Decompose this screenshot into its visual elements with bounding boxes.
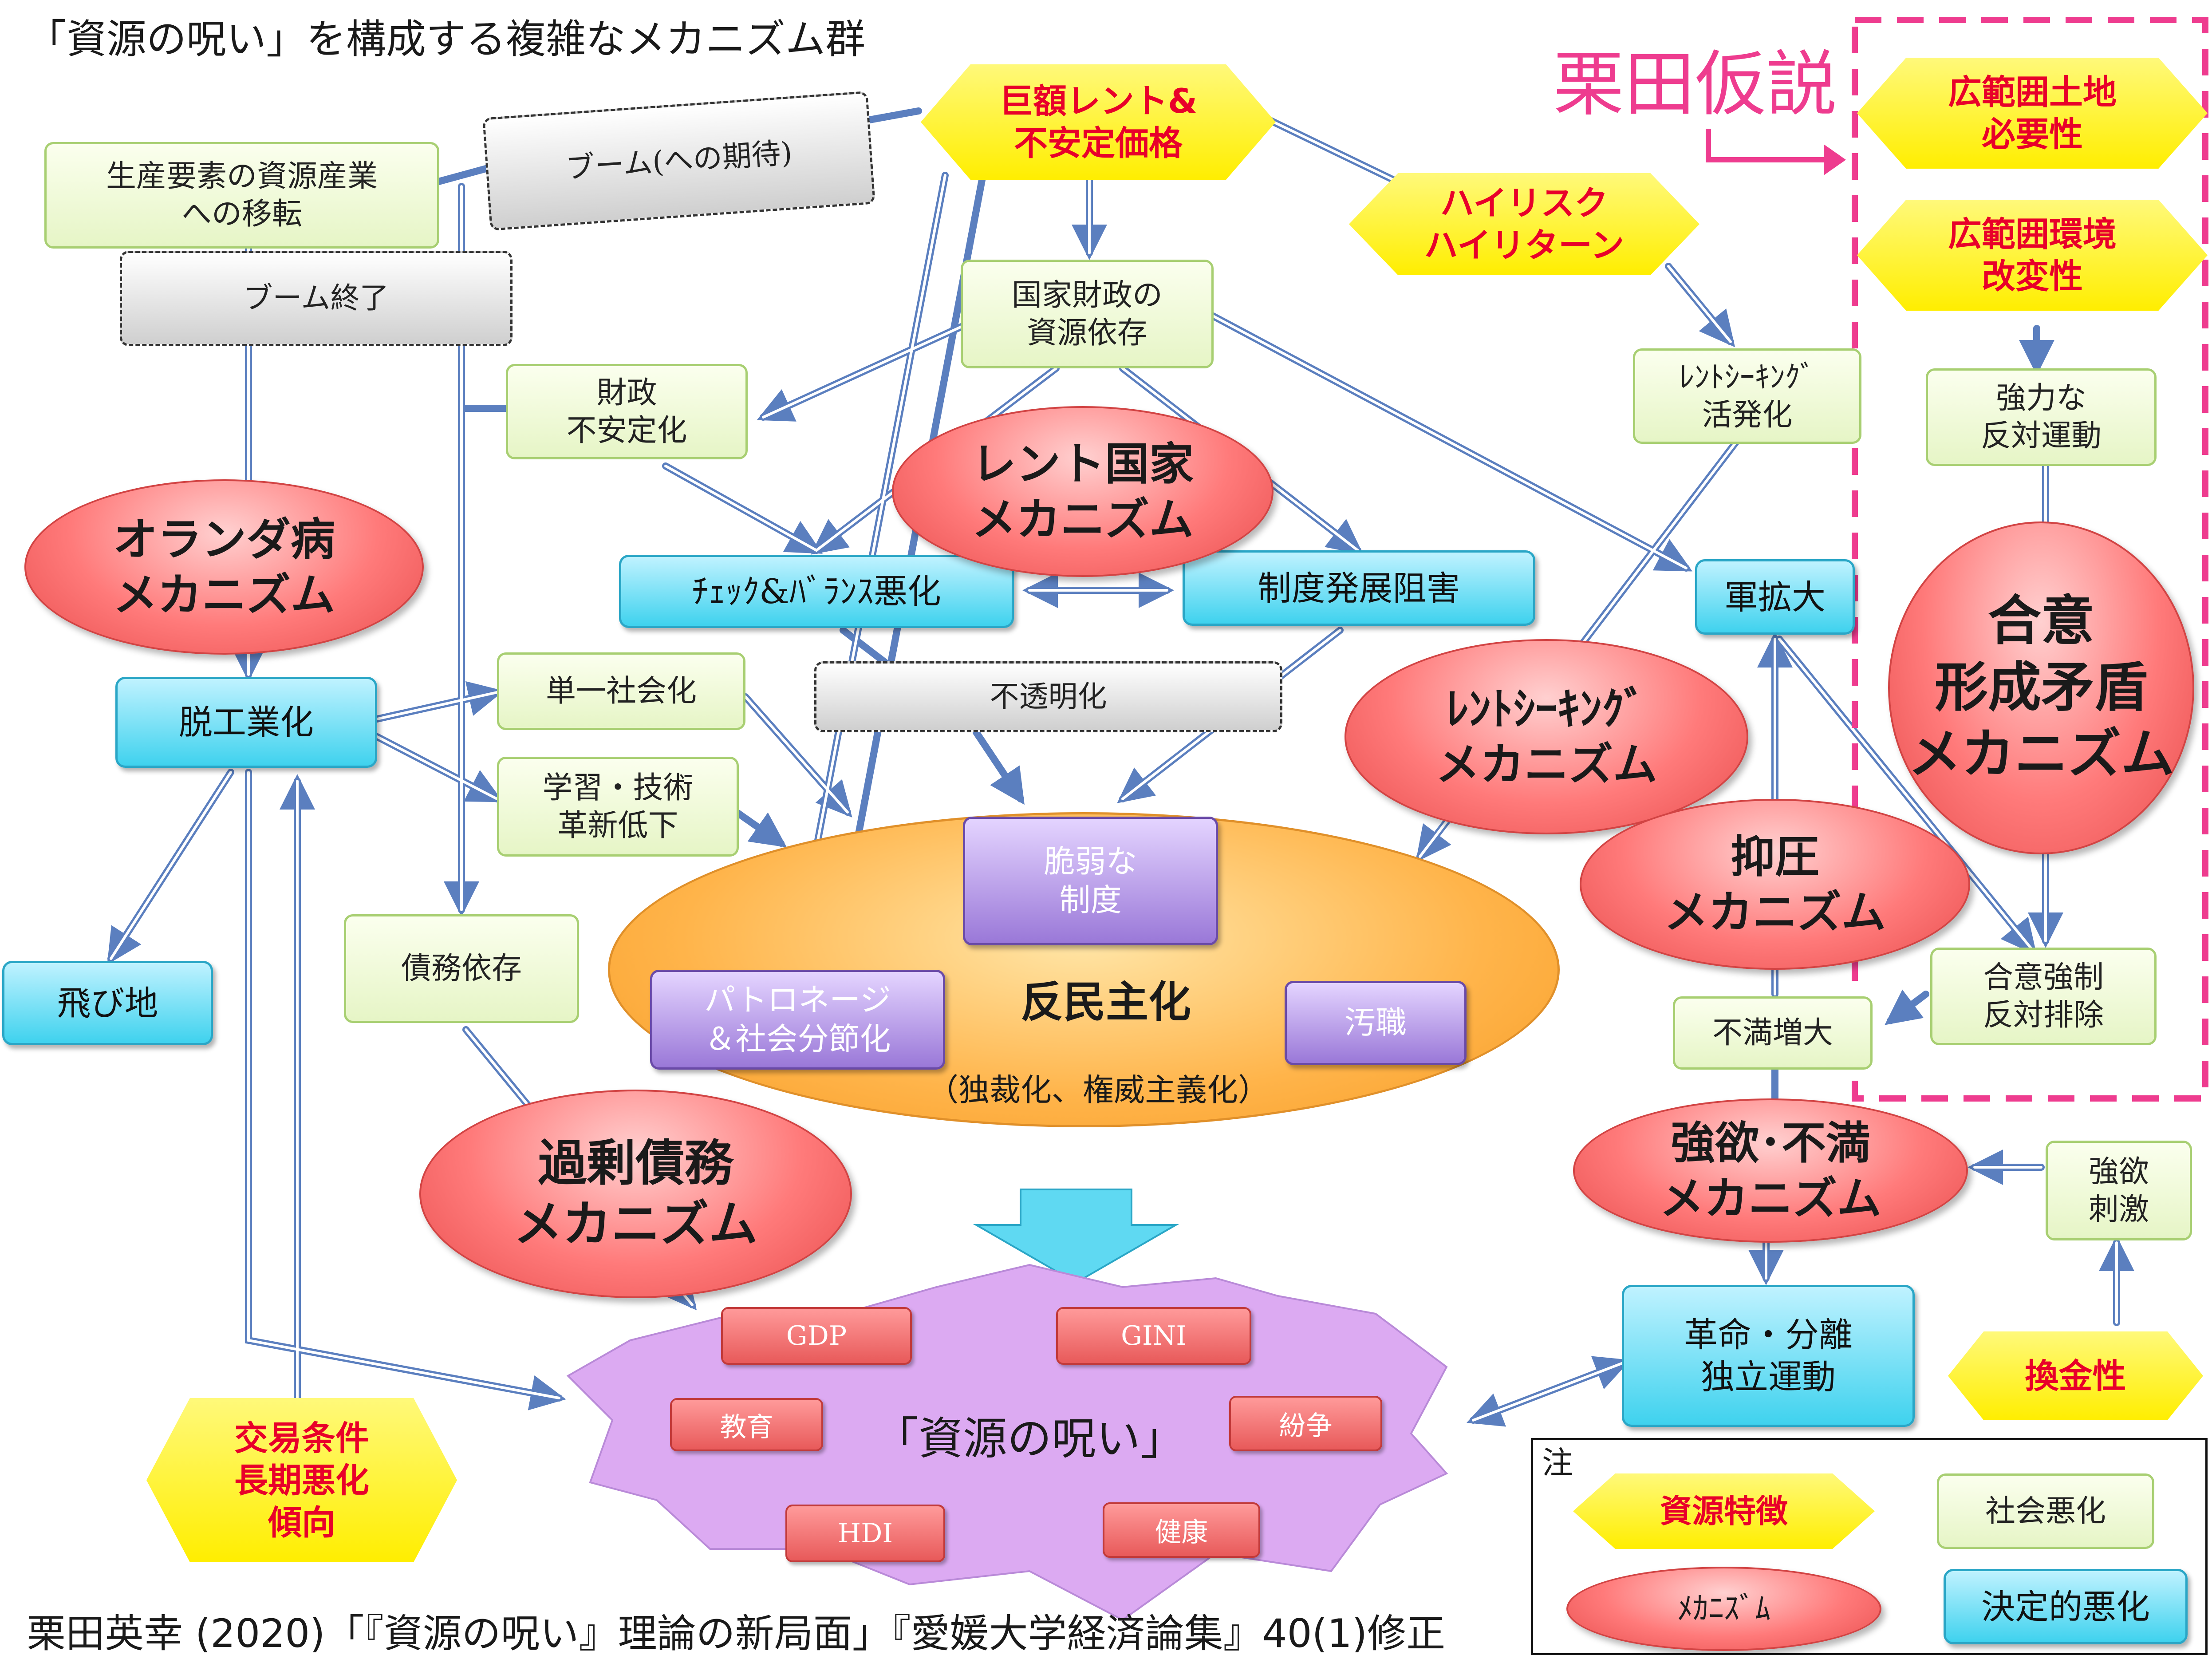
arrow-factor-boom — [434, 165, 489, 186]
mech-debt: 過剰債務 メカニズム — [419, 1090, 852, 1298]
hypothesis-label: 栗田仮説 — [1553, 43, 1837, 126]
node-fiscal-dependence: 国家財政の 資源依存 — [961, 260, 1214, 368]
feature-terms: 交易条件 長期悪化 傾向 — [146, 1398, 457, 1562]
legend-decisive: 決定的悪化 — [1944, 1569, 2188, 1644]
node-discontent: 不満増大 — [1673, 996, 1873, 1070]
node-military: 軍拡大 — [1695, 559, 1855, 635]
feature-cash: 換金性 — [1948, 1331, 2203, 1420]
node-greed-stimulus: 強欲 刺激 — [2046, 1141, 2192, 1240]
legend-title: 注 — [1542, 1445, 1573, 1481]
democracy-label: 反民主化 — [1021, 977, 1191, 1027]
mech-rent-state: レント国家 メカニズム — [892, 406, 1274, 577]
node-consensus-force: 合意強制 反対排除 — [1930, 948, 2157, 1045]
legend-mechanism: ﾒｶﾆｽﾞﾑ — [1566, 1567, 1881, 1651]
node-debt-dependence: 債務依存 — [344, 914, 579, 1023]
curse-tag-health: 健康 — [1103, 1502, 1260, 1558]
democracy-sub: （独裁化、権威主義化） — [927, 1072, 1269, 1108]
node-institution: 制度発展阻害 — [1183, 550, 1535, 626]
mech-dutch-disease: オランダ病 メカニズム — [24, 479, 424, 655]
curse-tag-gdp: GDP — [721, 1307, 912, 1365]
arrow-opacity-fragile — [973, 729, 1025, 805]
mech-consensus: 合意 形成矛盾 メカニズム — [1888, 521, 2194, 854]
mech-rent-seeking: ﾚﾝﾄｼｰｷﾝｸﾞ メカニズム — [1345, 639, 1748, 834]
curse-tag-conflict: 紛争 — [1229, 1396, 1382, 1451]
curse-label: 「資源の呪い」 — [874, 1413, 1185, 1465]
mech-greed: 強欲･不満 メカニズム — [1573, 1098, 1968, 1243]
legend-resource: 資源特徴 — [1573, 1473, 1875, 1549]
node-enclave: 飛び地 — [2, 961, 213, 1045]
node-opposition: 強力な 反対運動 — [1926, 368, 2157, 466]
node-opacity: 不透明化 — [814, 661, 1282, 732]
hypothesis-arrow — [1706, 129, 1833, 162]
arrow-learn-oval — [733, 809, 787, 848]
mech-repression: 抑圧 メカニズム — [1580, 799, 1970, 970]
node-mono-social: 単一社会化 — [497, 652, 745, 730]
node-rent-seeking-up: ﾚﾝﾄｼｰｷﾝｸﾞ 活発化 — [1633, 348, 1861, 444]
node-fragile-institution: 脆弱な 制度 — [963, 817, 1218, 945]
curse-down-arrow — [973, 1189, 1179, 1284]
legend-social: 社会悪化 — [1937, 1473, 2154, 1549]
node-learning: 学習・技術 革新低下 — [497, 757, 739, 857]
node-corruption: 汚職 — [1285, 981, 1467, 1065]
curse-tag-education: 教育 — [670, 1398, 823, 1451]
node-revolution: 革命・分離 独立運動 — [1622, 1285, 1915, 1427]
node-boom-end: ブーム終了 — [120, 251, 513, 346]
node-patronage: パトロネージ ＆社会分節化 — [650, 970, 945, 1070]
arrow-boom-line — [866, 107, 922, 123]
node-factor-shift: 生産要素の資源産業 への移転 — [44, 142, 439, 249]
node-fiscal-unstable: 財政 不安定化 — [506, 364, 748, 459]
feature-high-risk: ハイリスク ハイリターン — [1349, 173, 1699, 275]
feature-rent-price: 巨額レント& 不安定価格 — [921, 64, 1276, 180]
curse-tag-hdi: HDI — [785, 1505, 945, 1562]
citation: 栗田英幸 (2020)「『資源の呪い』理論の新局面」『愛媛大学経済論集』40(1… — [27, 1611, 1446, 1655]
page-title: 「資源の呪い」を構成する複雑なメカニズム群 — [27, 16, 865, 63]
arrow-consensus-discontent — [1885, 989, 1929, 1025]
curse-tag-gini: GINI — [1056, 1307, 1251, 1365]
feature-land: 広範囲土地 必要性 — [1857, 58, 2208, 169]
node-check-balance: ﾁｪｯｸ&ﾊﾞﾗﾝｽ悪化 — [619, 555, 1014, 628]
node-deindustrial: 脱工業化 — [115, 677, 377, 768]
feature-env: 広範囲環境 改変性 — [1857, 200, 2208, 311]
hypothesis-frame — [1852, 17, 2208, 1102]
